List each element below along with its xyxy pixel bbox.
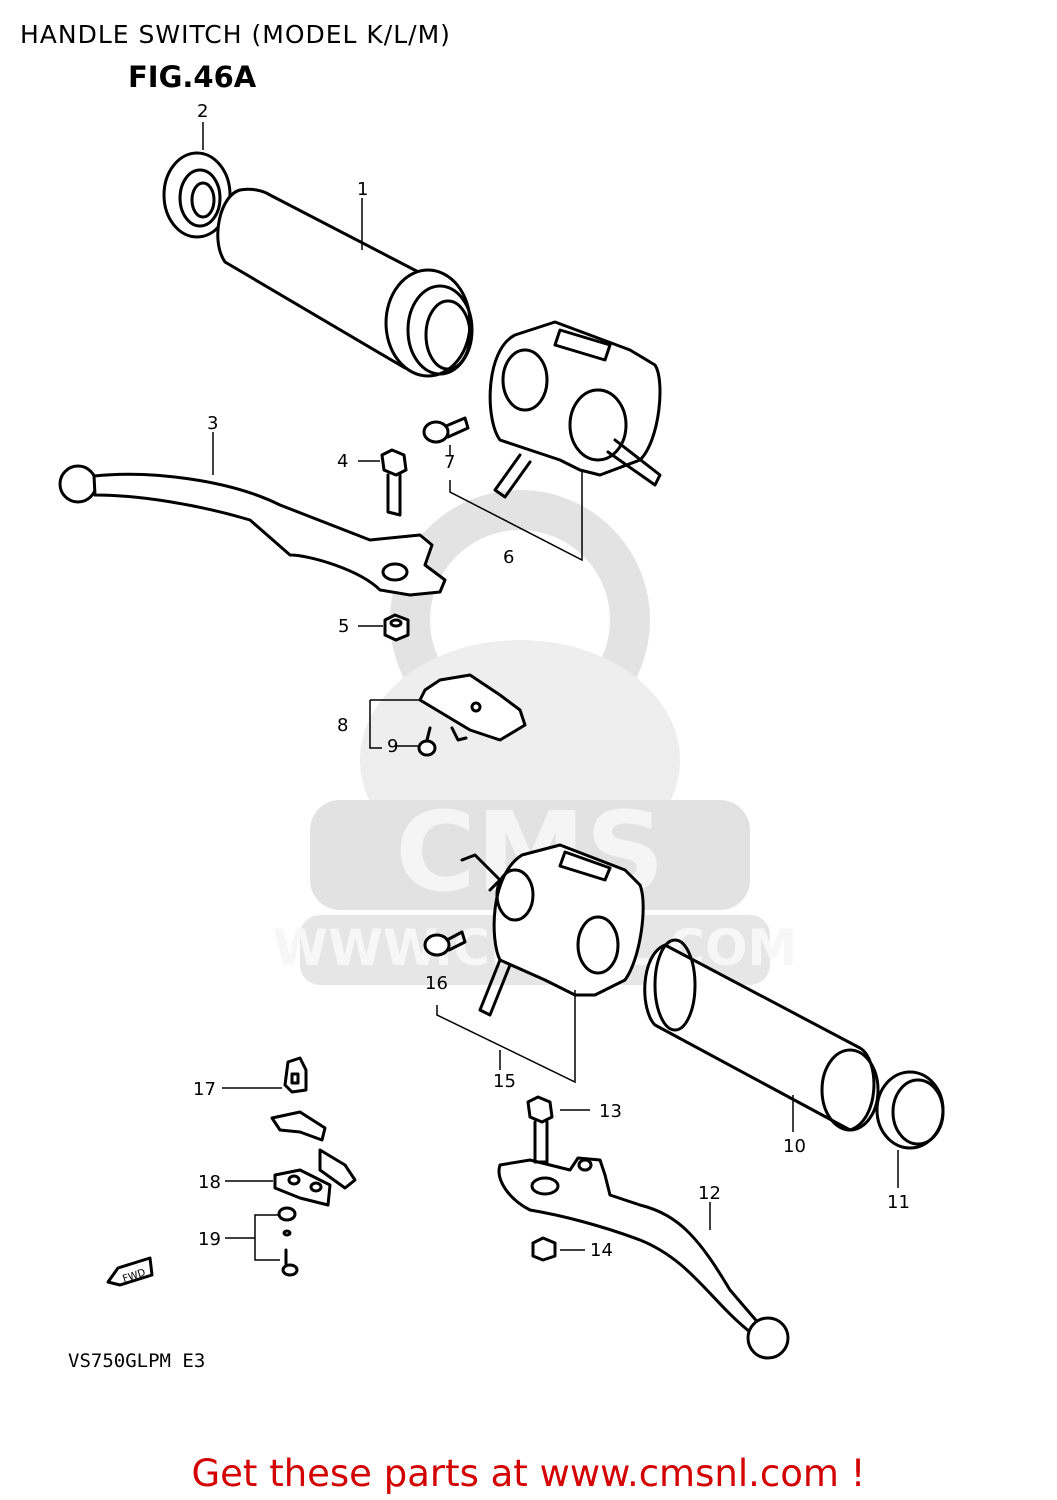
callout-12: 12 <box>698 1183 721 1204</box>
callout-19: 19 <box>198 1229 221 1250</box>
callout-15: 15 <box>493 1071 516 1092</box>
part-9-screw <box>417 726 437 757</box>
part-5-nut <box>383 613 410 642</box>
part-11-end-cap <box>875 1070 945 1150</box>
part-1-throttle-grip <box>216 187 474 378</box>
callout-4: 4 <box>337 451 348 472</box>
part-6-right-switch-housing <box>488 320 662 499</box>
callout-5: 5 <box>338 616 349 637</box>
part-14-nut <box>531 1236 557 1262</box>
part-17-clip <box>283 1056 308 1094</box>
callout-18: 18 <box>198 1172 221 1193</box>
leader-lines <box>202 122 899 1261</box>
part-12-clutch-lever <box>497 1156 790 1360</box>
footer-link[interactable]: Get these parts at www.cmsnl.com ! <box>191 1452 866 1495</box>
part-16-screw <box>423 930 467 957</box>
callout-2: 2 <box>197 101 208 122</box>
callout-8: 8 <box>337 715 348 736</box>
part-7-screw <box>422 416 470 444</box>
part-3-brake-lever <box>58 464 447 597</box>
callout-9: 9 <box>387 736 398 757</box>
part-10-left-grip <box>643 938 880 1132</box>
part-2-end-cap <box>162 151 232 239</box>
page-title: HANDLE SWITCH (MODEL K/L/M) <box>20 20 451 49</box>
callout-3: 3 <box>207 413 218 434</box>
callout-1: 1 <box>357 179 368 200</box>
part-4-pivot-bolt <box>380 448 408 517</box>
fwd-arrow-icon <box>106 1256 154 1287</box>
callout-14: 14 <box>590 1240 613 1261</box>
callout-10: 10 <box>783 1136 806 1157</box>
part-15-left-switch-housing <box>460 843 645 1017</box>
callout-13: 13 <box>599 1101 622 1122</box>
model-code: VS750GLPM E3 <box>68 1350 206 1372</box>
part-18-bracket <box>270 1110 357 1207</box>
callout-11: 11 <box>887 1192 910 1213</box>
part-19-screw-washer <box>277 1206 299 1277</box>
callout-labels: 1 2 3 4 5 6 7 8 9 10 11 12 13 14 15 16 1… <box>121 101 909 1285</box>
part-8-brake-switch <box>418 673 527 742</box>
callout-17: 17 <box>193 1079 216 1100</box>
figure-number: FIG.46A <box>128 60 257 94</box>
callout-7: 7 <box>444 452 455 473</box>
callout-6: 6 <box>503 547 514 568</box>
part-13-pivot-bolt <box>526 1095 554 1164</box>
callout-16: 16 <box>425 973 448 994</box>
